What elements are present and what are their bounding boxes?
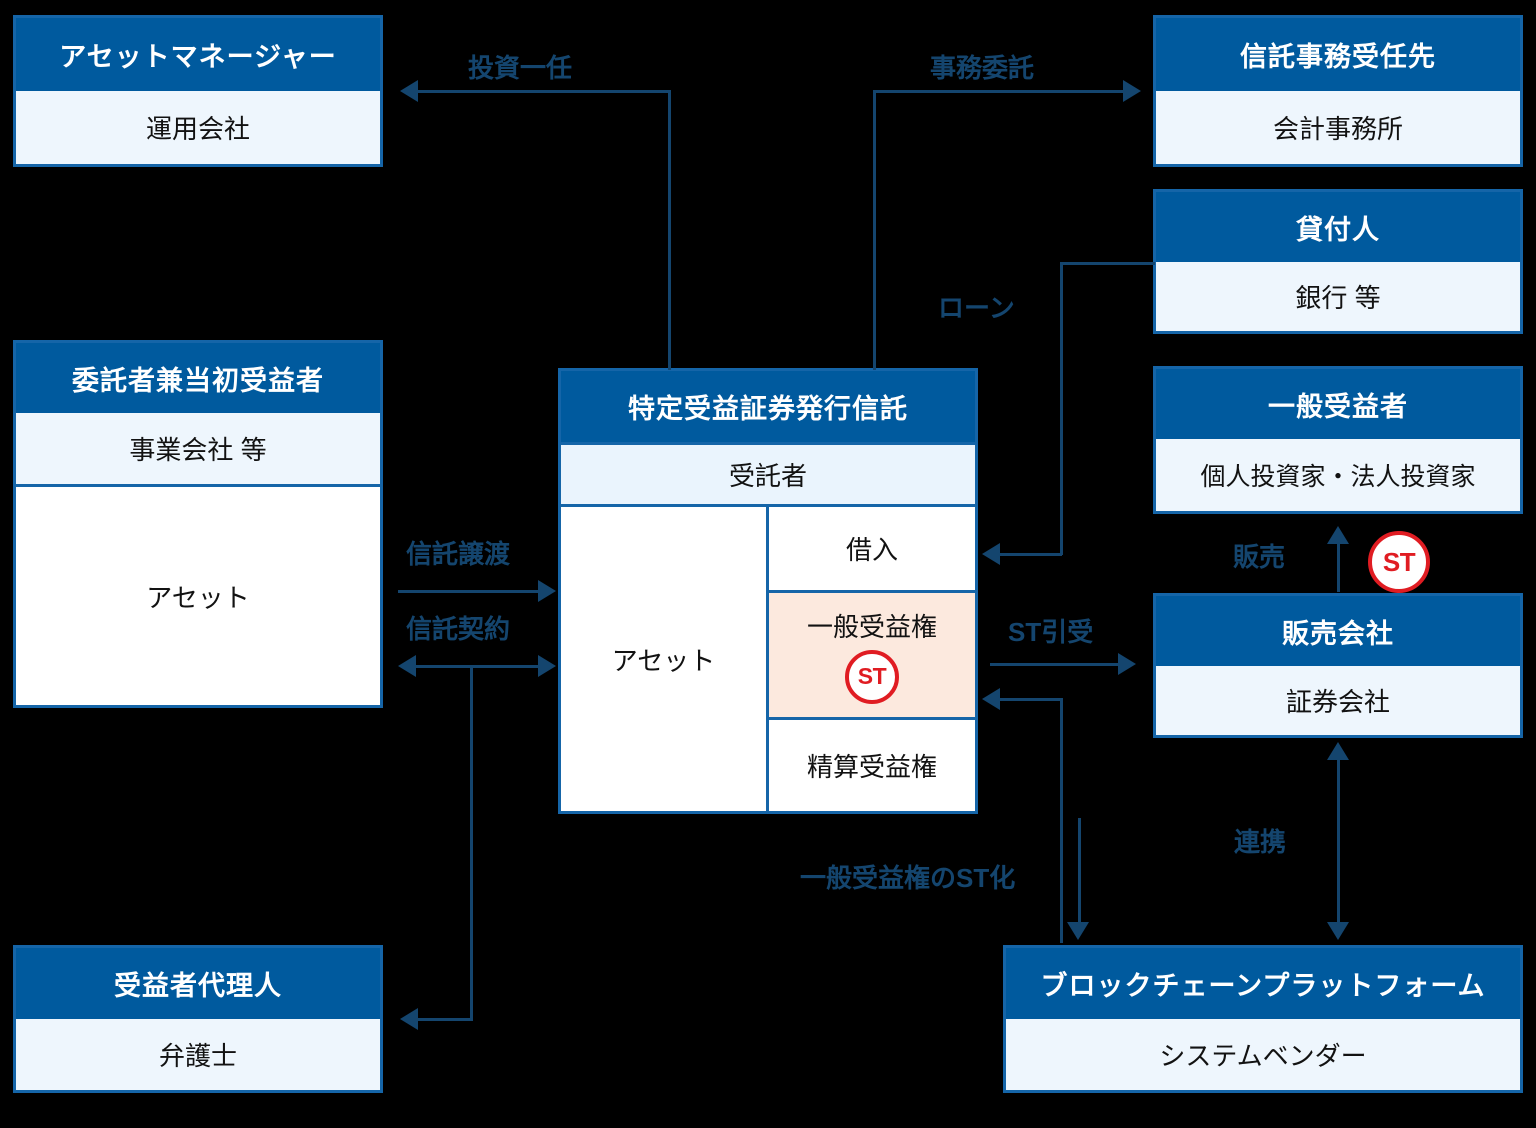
edge-admin-delegation-arrowhead — [1123, 80, 1141, 102]
edge-loan-label: ローン — [938, 293, 1015, 323]
node-trust[interactable]: 特定受益証券発行信託 受託者 アセット 借入 一般受益権 ST 精算受益権 — [558, 368, 978, 814]
edge-trust-transfer-arrowhead — [538, 580, 556, 602]
st-badge-icon: ST — [845, 649, 899, 704]
edge-trust-agreement-arrowhead-left — [398, 655, 416, 677]
node-trust-borrowing: 借入 — [766, 507, 975, 593]
node-settlor-header: 委託者兼当初受益者 — [16, 343, 380, 413]
node-lender-body: 銀行 等 — [1156, 262, 1520, 331]
node-distributor[interactable]: 販売会社 証券会社 — [1153, 593, 1523, 738]
node-blockchain-platform-header: ブロックチェーンプラットフォーム — [1006, 948, 1520, 1019]
node-trust-general-right: 一般受益権 ST — [766, 593, 975, 720]
node-lender[interactable]: 貸付人 銀行 等 — [1153, 189, 1523, 334]
edge-loan-hline-bottom — [1000, 553, 1062, 556]
node-beneficiary-agent-body: 弁護士 — [16, 1019, 380, 1090]
edge-admin-delegation-label: 事務委託 — [930, 53, 1035, 83]
edge-st-conversion-arrowhead — [1067, 922, 1089, 940]
node-general-beneficiary-header: 一般受益者 — [1156, 369, 1520, 439]
node-asset-manager[interactable]: アセットマネージャー 運用会社 — [13, 15, 383, 167]
edge-admin-delegation-hline — [873, 90, 1123, 93]
edge-sale-label: 販売 — [1233, 542, 1286, 572]
node-blockchain-platform-body: システムベンダー — [1006, 1019, 1520, 1090]
node-trust-settlement-right-label: 精算受益権 — [806, 752, 937, 782]
edge-trust-agreement-label: 信託契約 — [406, 614, 511, 644]
edge-trust-transfer-hline — [398, 590, 540, 593]
edge-trust-agreement-arrowhead-right — [538, 655, 556, 677]
edge-st-conversion-vline — [1078, 818, 1081, 926]
node-trust-admin[interactable]: 信託事務受任先 会計事務所 — [1153, 15, 1523, 167]
node-settlor-asset: アセット — [16, 484, 380, 705]
edge-st-return-arrowhead — [982, 688, 1000, 710]
edge-investment-discretion-hline — [418, 90, 670, 93]
node-trust-trustee: 受託者 — [561, 442, 975, 507]
edge-loan-hline-top — [1060, 262, 1155, 265]
edge-st-return-hline — [1000, 698, 1062, 701]
edge-agent-branch-arrowhead — [400, 1008, 418, 1030]
edge-cooperation-arrowhead-down — [1327, 922, 1349, 940]
edge-investment-discretion-arrowhead — [400, 80, 418, 102]
edge-sale-vline — [1337, 542, 1340, 592]
node-trust-borrowing-label: 借入 — [845, 535, 898, 565]
node-beneficiary-agent-header: 受益者代理人 — [16, 948, 380, 1019]
edge-investment-discretion-vline — [668, 90, 671, 370]
node-trust-asset: アセット — [561, 507, 766, 811]
edge-sale-arrowhead — [1327, 526, 1349, 544]
edge-admin-delegation-vline — [873, 90, 876, 370]
node-trust-settlement-right: 精算受益権 — [766, 720, 975, 811]
node-trust-grid: アセット 借入 一般受益権 ST 精算受益権 — [561, 507, 975, 811]
edge-loan-arrowhead — [982, 543, 1000, 565]
node-distributor-header: 販売会社 — [1156, 596, 1520, 666]
st-badge-sale-icon: ST — [1368, 531, 1430, 593]
edge-loan-vline — [1060, 262, 1063, 555]
node-asset-manager-header: アセットマネージャー — [16, 18, 380, 91]
node-trust-header: 特定受益証券発行信託 — [561, 371, 975, 442]
node-trust-admin-body: 会計事務所 — [1156, 91, 1520, 164]
node-trust-general-right-label: 一般受益権 — [806, 611, 937, 642]
edge-st-conversion-label: 一般受益権のST化 — [800, 863, 1016, 893]
edge-trust-agreement-hline — [416, 665, 540, 668]
node-general-beneficiary[interactable]: 一般受益者 個人投資家・法人投資家 — [1153, 366, 1523, 514]
node-distributor-body: 証券会社 — [1156, 666, 1520, 735]
edge-cooperation-vline — [1337, 758, 1340, 925]
node-trust-right-column: 借入 一般受益権 ST 精算受益権 — [766, 507, 975, 811]
edge-trust-transfer-label: 信託譲渡 — [406, 539, 511, 569]
node-blockchain-platform[interactable]: ブロックチェーンプラットフォーム システムベンダー — [1003, 945, 1523, 1093]
edge-agent-branch-vline — [470, 665, 473, 1020]
node-asset-manager-body: 運用会社 — [16, 91, 380, 164]
node-lender-header: 貸付人 — [1156, 192, 1520, 262]
edge-st-underwriting-arrowhead — [1118, 653, 1136, 675]
edge-agent-branch-hline — [418, 1018, 473, 1021]
node-trust-admin-header: 信託事務受任先 — [1156, 18, 1520, 91]
edge-cooperation-arrowhead-up — [1327, 742, 1349, 760]
node-general-beneficiary-body: 個人投資家・法人投資家 — [1156, 439, 1520, 511]
node-settlor-body: 事業会社 等 — [16, 413, 380, 484]
edge-investment-discretion-label: 投資一任 — [468, 53, 573, 83]
edge-st-return-vline2 — [1060, 698, 1063, 943]
edge-st-underwriting-hline — [990, 663, 1120, 666]
node-beneficiary-agent[interactable]: 受益者代理人 弁護士 — [13, 945, 383, 1093]
edge-cooperation-label: 連携 — [1234, 827, 1287, 857]
edge-st-underwriting-label: ST引受 — [1008, 617, 1094, 647]
node-settlor[interactable]: 委託者兼当初受益者 事業会社 等 アセット — [13, 340, 383, 708]
